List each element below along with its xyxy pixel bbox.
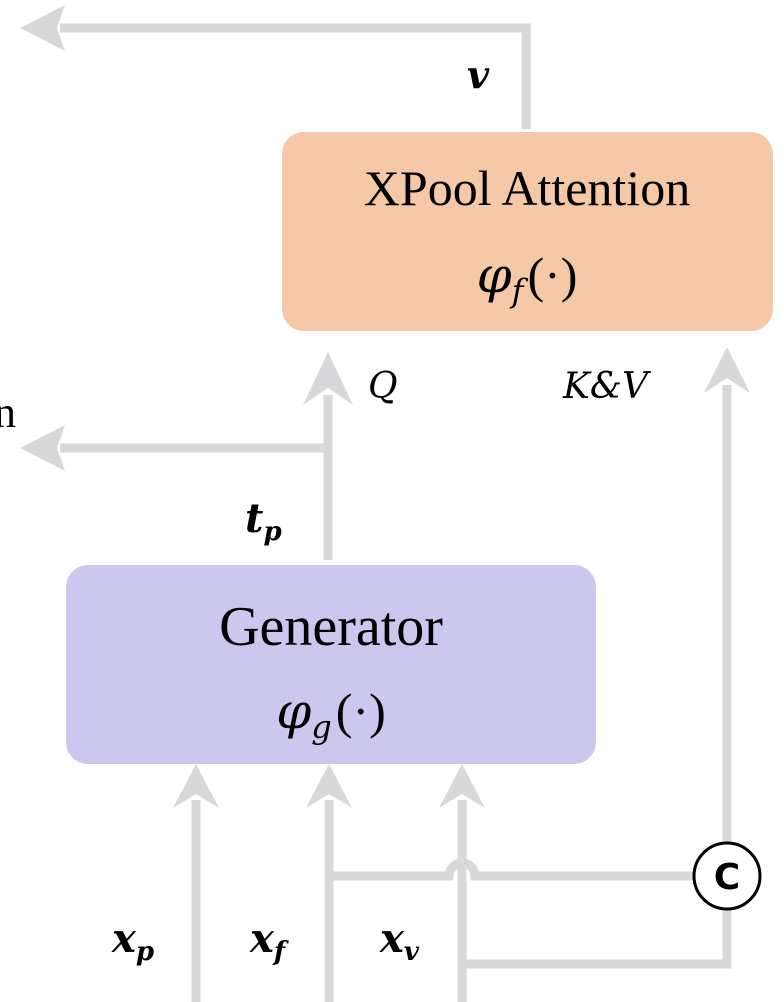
generator-function: φg(·) bbox=[276, 682, 385, 746]
xv-label-base: x bbox=[379, 915, 405, 962]
tp-label-sub: p bbox=[263, 517, 281, 547]
xf-label-sub: f bbox=[272, 937, 289, 967]
concat-circle-icon bbox=[692, 841, 762, 911]
phi-args: (·) bbox=[336, 683, 386, 739]
generator-block: Generator φg(·) bbox=[66, 565, 596, 764]
v-label: v bbox=[467, 52, 490, 97]
xp-label: xp bbox=[111, 915, 154, 967]
xv-to-concat-line bbox=[462, 909, 732, 969]
phi-subscript: g bbox=[311, 708, 331, 746]
clipped-edge-text: n bbox=[0, 388, 16, 437]
tp-arrowhead bbox=[20, 425, 65, 471]
concat-node: C bbox=[692, 841, 762, 911]
xv-arrowhead bbox=[439, 764, 485, 808]
xp-label-base: x bbox=[111, 915, 137, 962]
v-arrowhead bbox=[20, 5, 65, 51]
tp-label-base: t bbox=[245, 495, 264, 542]
xpool-attention-block: XPool Attention φf(·) bbox=[282, 132, 773, 331]
xf-to-concat-line bbox=[329, 858, 693, 881]
arrowheads bbox=[20, 5, 750, 808]
tp-label: tp bbox=[245, 495, 282, 547]
phi-symbol: φ bbox=[477, 246, 512, 304]
xp-arrowhead bbox=[173, 764, 219, 808]
xv-label: xv bbox=[379, 915, 420, 967]
xf-label-base: x bbox=[249, 915, 275, 962]
q-label: Q bbox=[368, 366, 398, 407]
xpool-attention-function: φf(·) bbox=[477, 246, 578, 310]
phi-args: (·) bbox=[527, 247, 577, 303]
xpool-attention-title: XPool Attention bbox=[364, 160, 690, 216]
xv-label-sub: v bbox=[404, 937, 420, 967]
q-arrowhead bbox=[303, 352, 353, 405]
generator-title: Generator bbox=[219, 596, 443, 658]
xf-label: xf bbox=[249, 915, 289, 967]
xp-label-sub: p bbox=[136, 937, 154, 967]
concat-symbol: C bbox=[714, 857, 740, 898]
xf-arrowhead bbox=[306, 764, 352, 808]
phi-symbol: φ bbox=[276, 682, 311, 740]
kv-arrowhead bbox=[704, 347, 750, 393]
xpool-attention-box bbox=[282, 132, 773, 331]
connectors bbox=[60, 23, 732, 1002]
v-output-line bbox=[60, 23, 531, 129]
kv-label: K&V bbox=[562, 366, 652, 407]
generator-box bbox=[66, 565, 596, 764]
